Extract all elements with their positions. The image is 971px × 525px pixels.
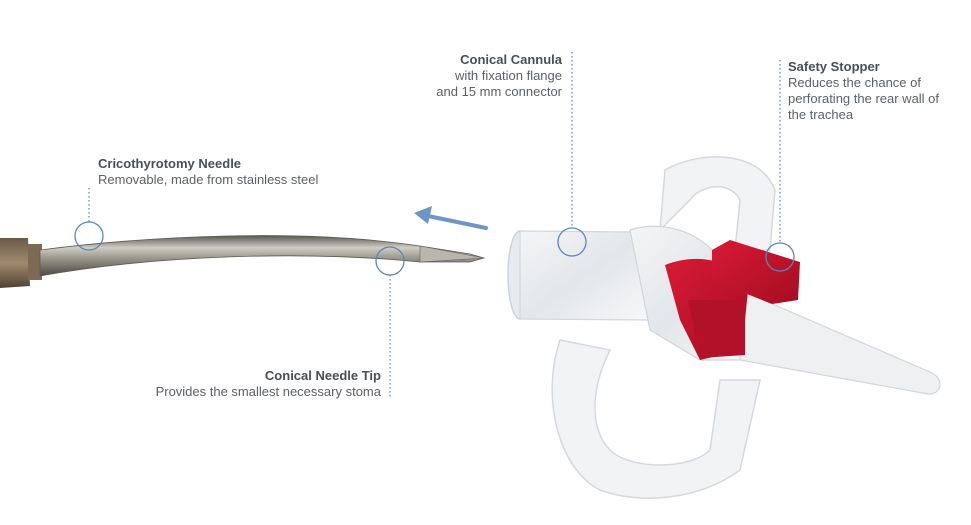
label-line: with fixation flange <box>455 68 562 83</box>
label-title: Conical Cannula <box>460 52 562 67</box>
label-title: Safety Stopper <box>788 59 880 74</box>
label-title: Conical Needle Tip <box>264 368 381 383</box>
label-cricothyrotomy-needle: Cricothyrotomy Needle Removable, made fr… <box>98 156 418 188</box>
label-line: perforating the rear wall of <box>788 91 940 106</box>
callout-needle <box>74 188 104 251</box>
callout-stopper <box>765 60 795 272</box>
label-line: the trachea <box>788 107 854 122</box>
needle-hub <box>0 238 42 288</box>
needle-shaft <box>39 235 486 277</box>
label-line: Removable, made from stainless steel <box>98 172 319 187</box>
label-title: Cricothyrotomy Needle <box>98 156 242 171</box>
label-line: Provides the smallest necessary stoma <box>155 384 381 399</box>
callout-cannula <box>557 52 587 257</box>
label-conical-cannula: Conical Cannula with fixation flange and… <box>380 52 562 100</box>
safety-stopper <box>665 240 800 360</box>
callout-tip <box>375 246 405 398</box>
label-line: and 15 mm connector <box>436 84 562 99</box>
label-conical-needle-tip: Conical Needle Tip Provides the smallest… <box>100 368 381 400</box>
withdraw-arrow-icon <box>414 206 488 230</box>
label-safety-stopper: Safety Stopper Reduces the chance of per… <box>788 59 968 123</box>
label-line: Reduces the chance of <box>788 75 921 90</box>
